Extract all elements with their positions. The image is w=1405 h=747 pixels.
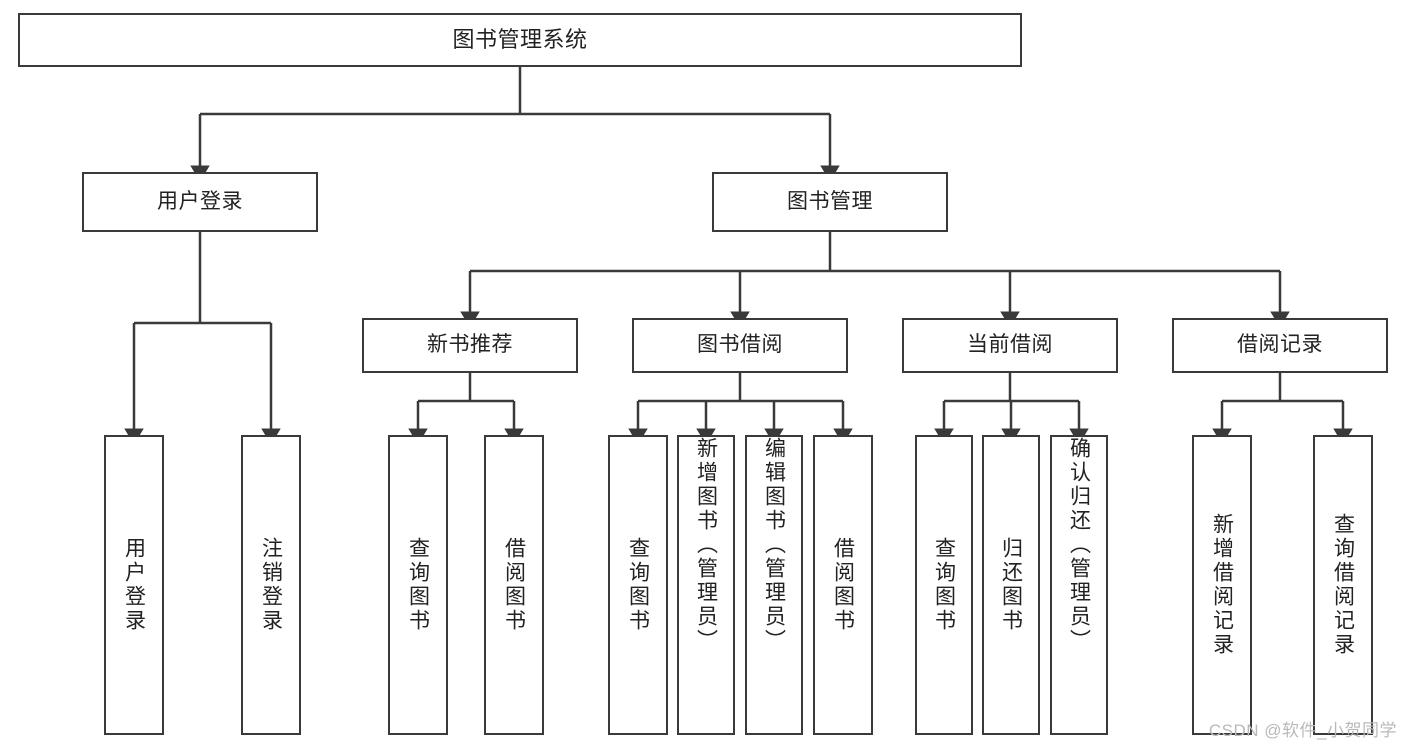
node-label: 归还图书 (999, 537, 1023, 633)
node-leaf-user-logout[interactable]: 注销登录 (241, 435, 301, 735)
node-leaf-borrow-book-2[interactable]: 借阅图书 (813, 435, 873, 735)
edges-group (124, 67, 1353, 445)
node-label: 查询图书 (626, 537, 650, 633)
node-borrow-record[interactable]: 借阅记录 (1172, 318, 1388, 373)
node-leaf-query-book-2[interactable]: 查询图书 (608, 435, 668, 735)
node-leaf-user-login[interactable]: 用户登录 (104, 435, 164, 735)
node-label: 借阅记录 (1237, 333, 1323, 357)
watermark-text: CSDN @软件_小贺同学 (1208, 721, 1397, 740)
node-leaf-add-record[interactable]: 新增借阅记录 (1192, 435, 1252, 735)
node-leaf-query-book-3[interactable]: 查询图书 (915, 435, 973, 735)
node-label: 借阅图书 (831, 537, 855, 633)
node-label: 查询图书 (406, 537, 430, 633)
node-label: 图书管理系统 (452, 27, 588, 53)
node-label: 新增借阅记录 (1210, 513, 1234, 657)
node-leaf-edit-book[interactable]: 编辑图书（管理员） (745, 435, 803, 735)
node-label: 查询图书 (932, 537, 956, 633)
node-leaf-confirm-return[interactable]: 确认归还（管理员） (1050, 435, 1108, 735)
node-leaf-borrow-book-1[interactable]: 借阅图书 (484, 435, 544, 735)
node-label: 借阅图书 (502, 537, 526, 633)
node-leaf-query-record[interactable]: 查询借阅记录 (1313, 435, 1373, 735)
node-leaf-add-book[interactable]: 新增图书（管理员） (677, 435, 735, 735)
node-label: 新书推荐 (427, 333, 513, 357)
node-label: 当前借阅 (967, 333, 1053, 357)
node-label: 确认归还（管理员） (1067, 437, 1091, 653)
node-label: 编辑图书（管理员） (762, 437, 786, 653)
node-current-borrow[interactable]: 当前借阅 (902, 318, 1118, 373)
node-label: 用户登录 (157, 189, 243, 213)
node-leaf-return-book[interactable]: 归还图书 (982, 435, 1040, 735)
node-label: 新增图书（管理员） (694, 437, 718, 653)
node-book-manage[interactable]: 图书管理 (712, 172, 948, 232)
node-leaf-query-book-1[interactable]: 查询图书 (388, 435, 448, 735)
node-user-login[interactable]: 用户登录 (82, 172, 318, 232)
node-label: 查询借阅记录 (1331, 513, 1355, 657)
node-book-borrow[interactable]: 图书借阅 (632, 318, 848, 373)
node-label: 图书借阅 (697, 333, 783, 357)
node-label: 注销登录 (259, 537, 283, 633)
node-new-book-rec[interactable]: 新书推荐 (362, 318, 578, 373)
node-root[interactable]: 图书管理系统 (18, 13, 1022, 67)
node-label: 用户登录 (122, 537, 146, 633)
node-label: 图书管理 (787, 189, 873, 213)
